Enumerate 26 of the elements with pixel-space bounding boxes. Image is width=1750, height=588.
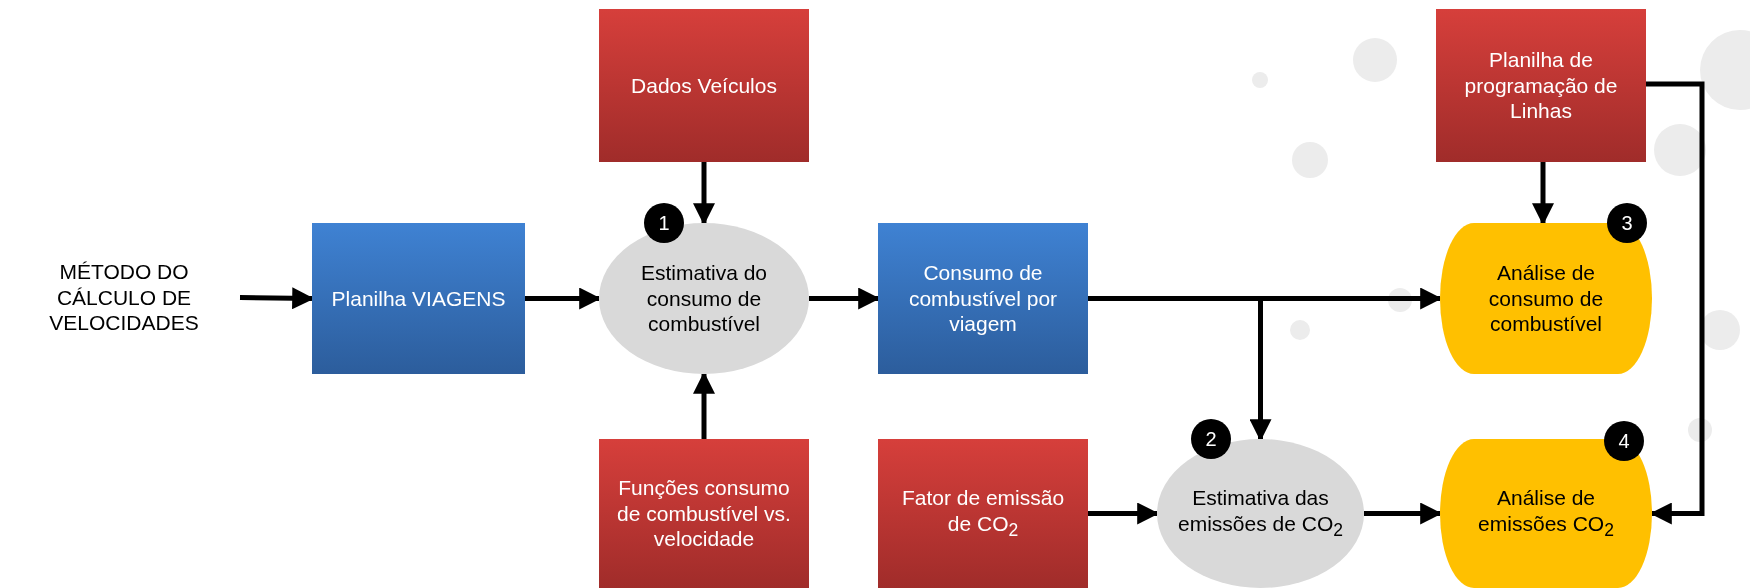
arrow	[1532, 162, 1554, 226]
node-label: Planilha VIAGENS	[331, 285, 506, 312]
arrow	[1088, 296, 1272, 442]
arrow	[693, 371, 715, 439]
process-box	[878, 223, 1088, 374]
callout-number: 2	[1191, 419, 1231, 459]
node-label: Dados Veículos	[631, 72, 777, 99]
node-label: Estimativa das emissões de CO$_{2}$	[1177, 485, 1344, 542]
node-label: MÉTODO DO CÁLCULO DE VELOCIDADES	[48, 259, 200, 336]
node-label: Fator de emissão de CO$_{2}$	[900, 485, 1066, 542]
callout-number: 3	[1607, 203, 1647, 243]
input-box	[599, 439, 809, 588]
arrow	[1646, 81, 1705, 525]
node-label: Análise de emissões CO$_{2}$	[1477, 485, 1615, 542]
node-label: Estimativa do consumo de combustível	[639, 260, 769, 337]
callout-number: 4	[1604, 421, 1644, 461]
callout-number: 1	[644, 203, 684, 243]
node-label: Análise de consumo de combustível	[1487, 260, 1605, 337]
node-label: Funções consumo de combustível vs. velocidade	[616, 475, 792, 552]
input-box	[1436, 9, 1646, 162]
input-box	[599, 9, 809, 162]
input-box	[878, 439, 1088, 588]
node-label: Consumo de combustível por viagem	[907, 260, 1059, 337]
node-label: Planilha de programação de Linhas	[1463, 47, 1619, 124]
arrow	[693, 162, 715, 226]
process-box	[312, 223, 525, 374]
